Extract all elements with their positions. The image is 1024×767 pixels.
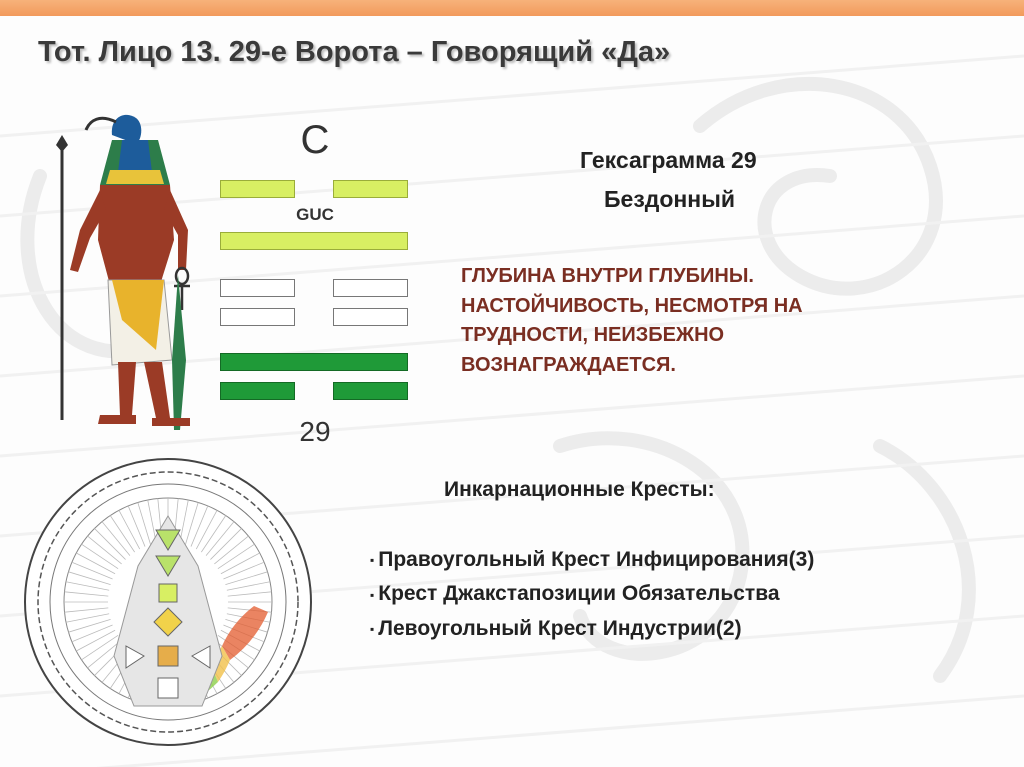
hexagram-line-4-right	[333, 308, 408, 326]
hexagram-line-2	[220, 232, 408, 250]
hexagram-line-4-left	[220, 308, 295, 326]
thoth-figure-icon	[56, 114, 190, 430]
list-item: ▪Правоугольный Крест Инфицирования(3)	[370, 548, 815, 571]
hexagram-description: ГЛУБИНА ВНУТРИ ГЛУБИНЫ. НАСТОЙЧИВОСТЬ, Н…	[461, 265, 803, 376]
hexagram-name: Бездонный	[604, 186, 735, 212]
hexagram-line-1-right	[333, 180, 408, 198]
hexagram-line-6-right	[333, 382, 408, 400]
hexagram-title: Гексаграмма 29	[580, 147, 757, 173]
slide-title: Тот. Лицо 13. 29-е Ворота – Говорящий «Д…	[38, 36, 671, 68]
bodygraph-mandala-icon	[24, 458, 312, 746]
bullet-icon: ▪	[370, 553, 375, 568]
list-item: ▪Крест Джакстапозиции Обязательства	[370, 582, 780, 606]
hexagram-line-1-left	[220, 180, 295, 198]
top-accent-bar	[0, 0, 1024, 16]
hexagram-line-3-left	[220, 279, 295, 297]
hexagram-line-3-right	[333, 279, 408, 297]
list-item: ▪Левоугольный Крест Индустрии(2)	[370, 616, 742, 640]
incarnation-crosses-list: ▪Правоугольный Крест Инфицирования(3) ▪К…	[370, 543, 814, 646]
bullet-icon: ▪	[370, 622, 375, 637]
incarnation-crosses-heading: Инкарнационные Кресты:	[444, 478, 715, 501]
hexagram-code: GUC	[296, 205, 334, 224]
hexagram-letter: C	[300, 118, 330, 162]
hexagram-line-5	[220, 353, 408, 371]
hexagram-number: 29	[299, 416, 331, 447]
hexagram-name-block: Гексаграмма 29 Бездонный	[580, 147, 880, 213]
hexagram-line-6-left	[220, 382, 295, 400]
bullet-icon: ▪	[370, 587, 375, 602]
hexagram-panel: C GUC 29	[210, 112, 420, 452]
